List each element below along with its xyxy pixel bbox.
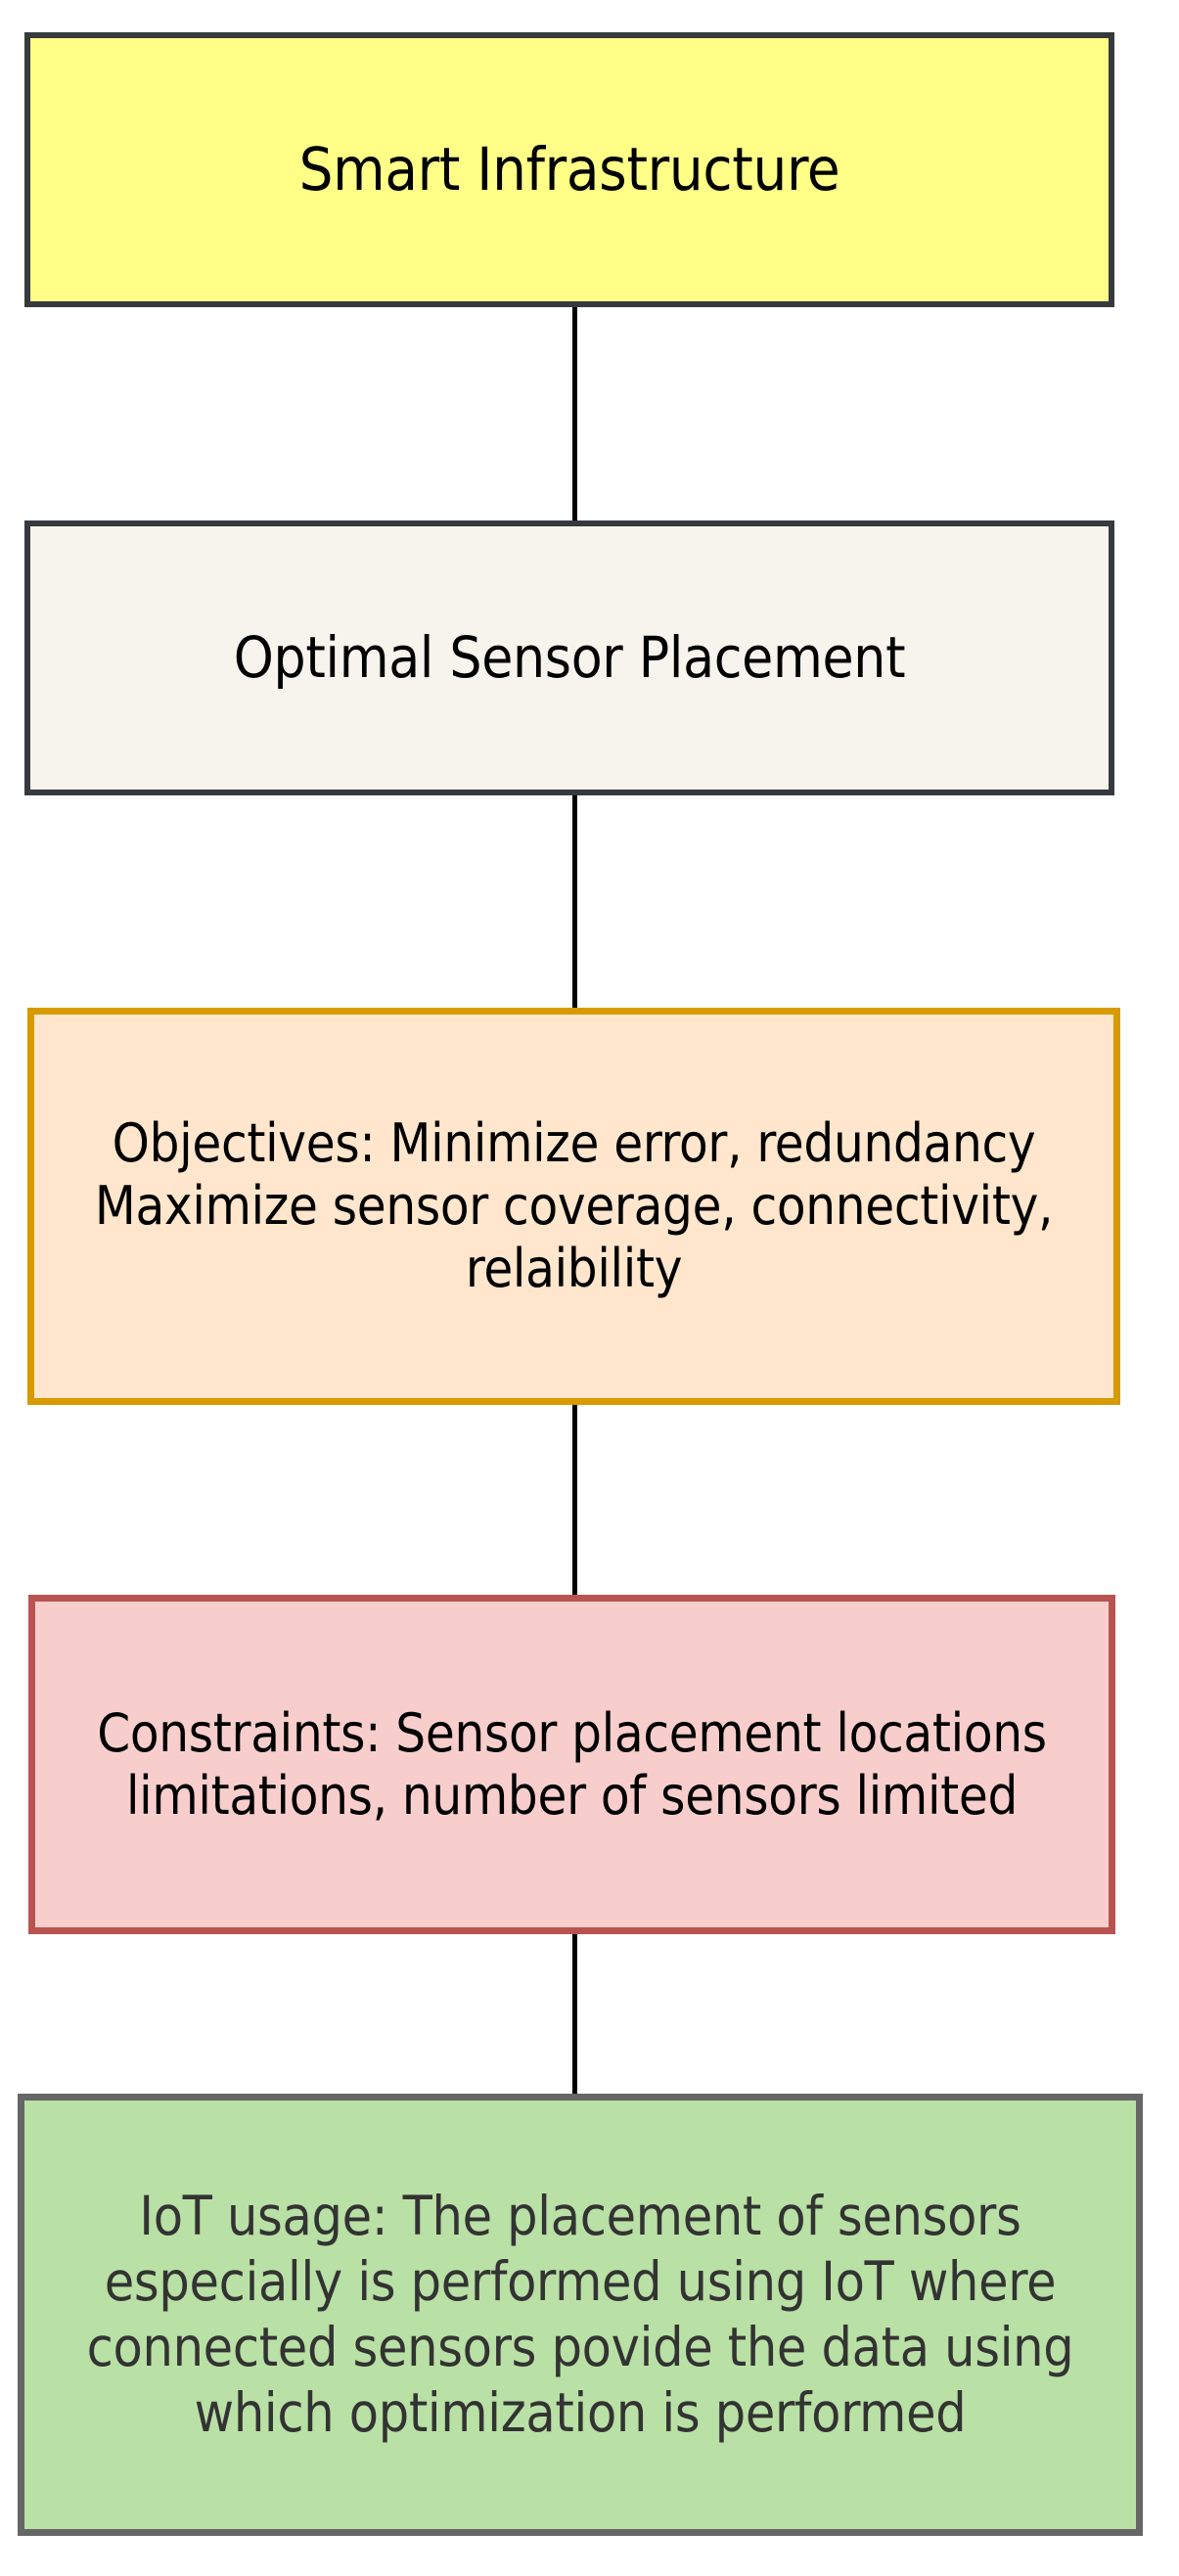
node-optimal-sensor-placement[interactable]: Optimal Sensor Placement <box>24 520 1114 795</box>
edge-constraints-to-iot-usage <box>572 1930 577 2099</box>
edge-objectives-to-constraints <box>572 1401 577 1599</box>
node-objectives[interactable]: Objectives: Minimize error, redundancy M… <box>27 1008 1120 1405</box>
edge-smart-infrastructure-to-optimal-sensor-placement <box>572 305 577 524</box>
node-smart-infrastructure[interactable]: Smart Infrastructure <box>24 32 1114 307</box>
node-constraints[interactable]: Constraints: Sensor placement locations … <box>28 1595 1115 1934</box>
node-iot-usage[interactable]: IoT usage: The placement of sensors espe… <box>18 2094 1143 2536</box>
edge-optimal-sensor-placement-to-objectives <box>572 792 577 1012</box>
